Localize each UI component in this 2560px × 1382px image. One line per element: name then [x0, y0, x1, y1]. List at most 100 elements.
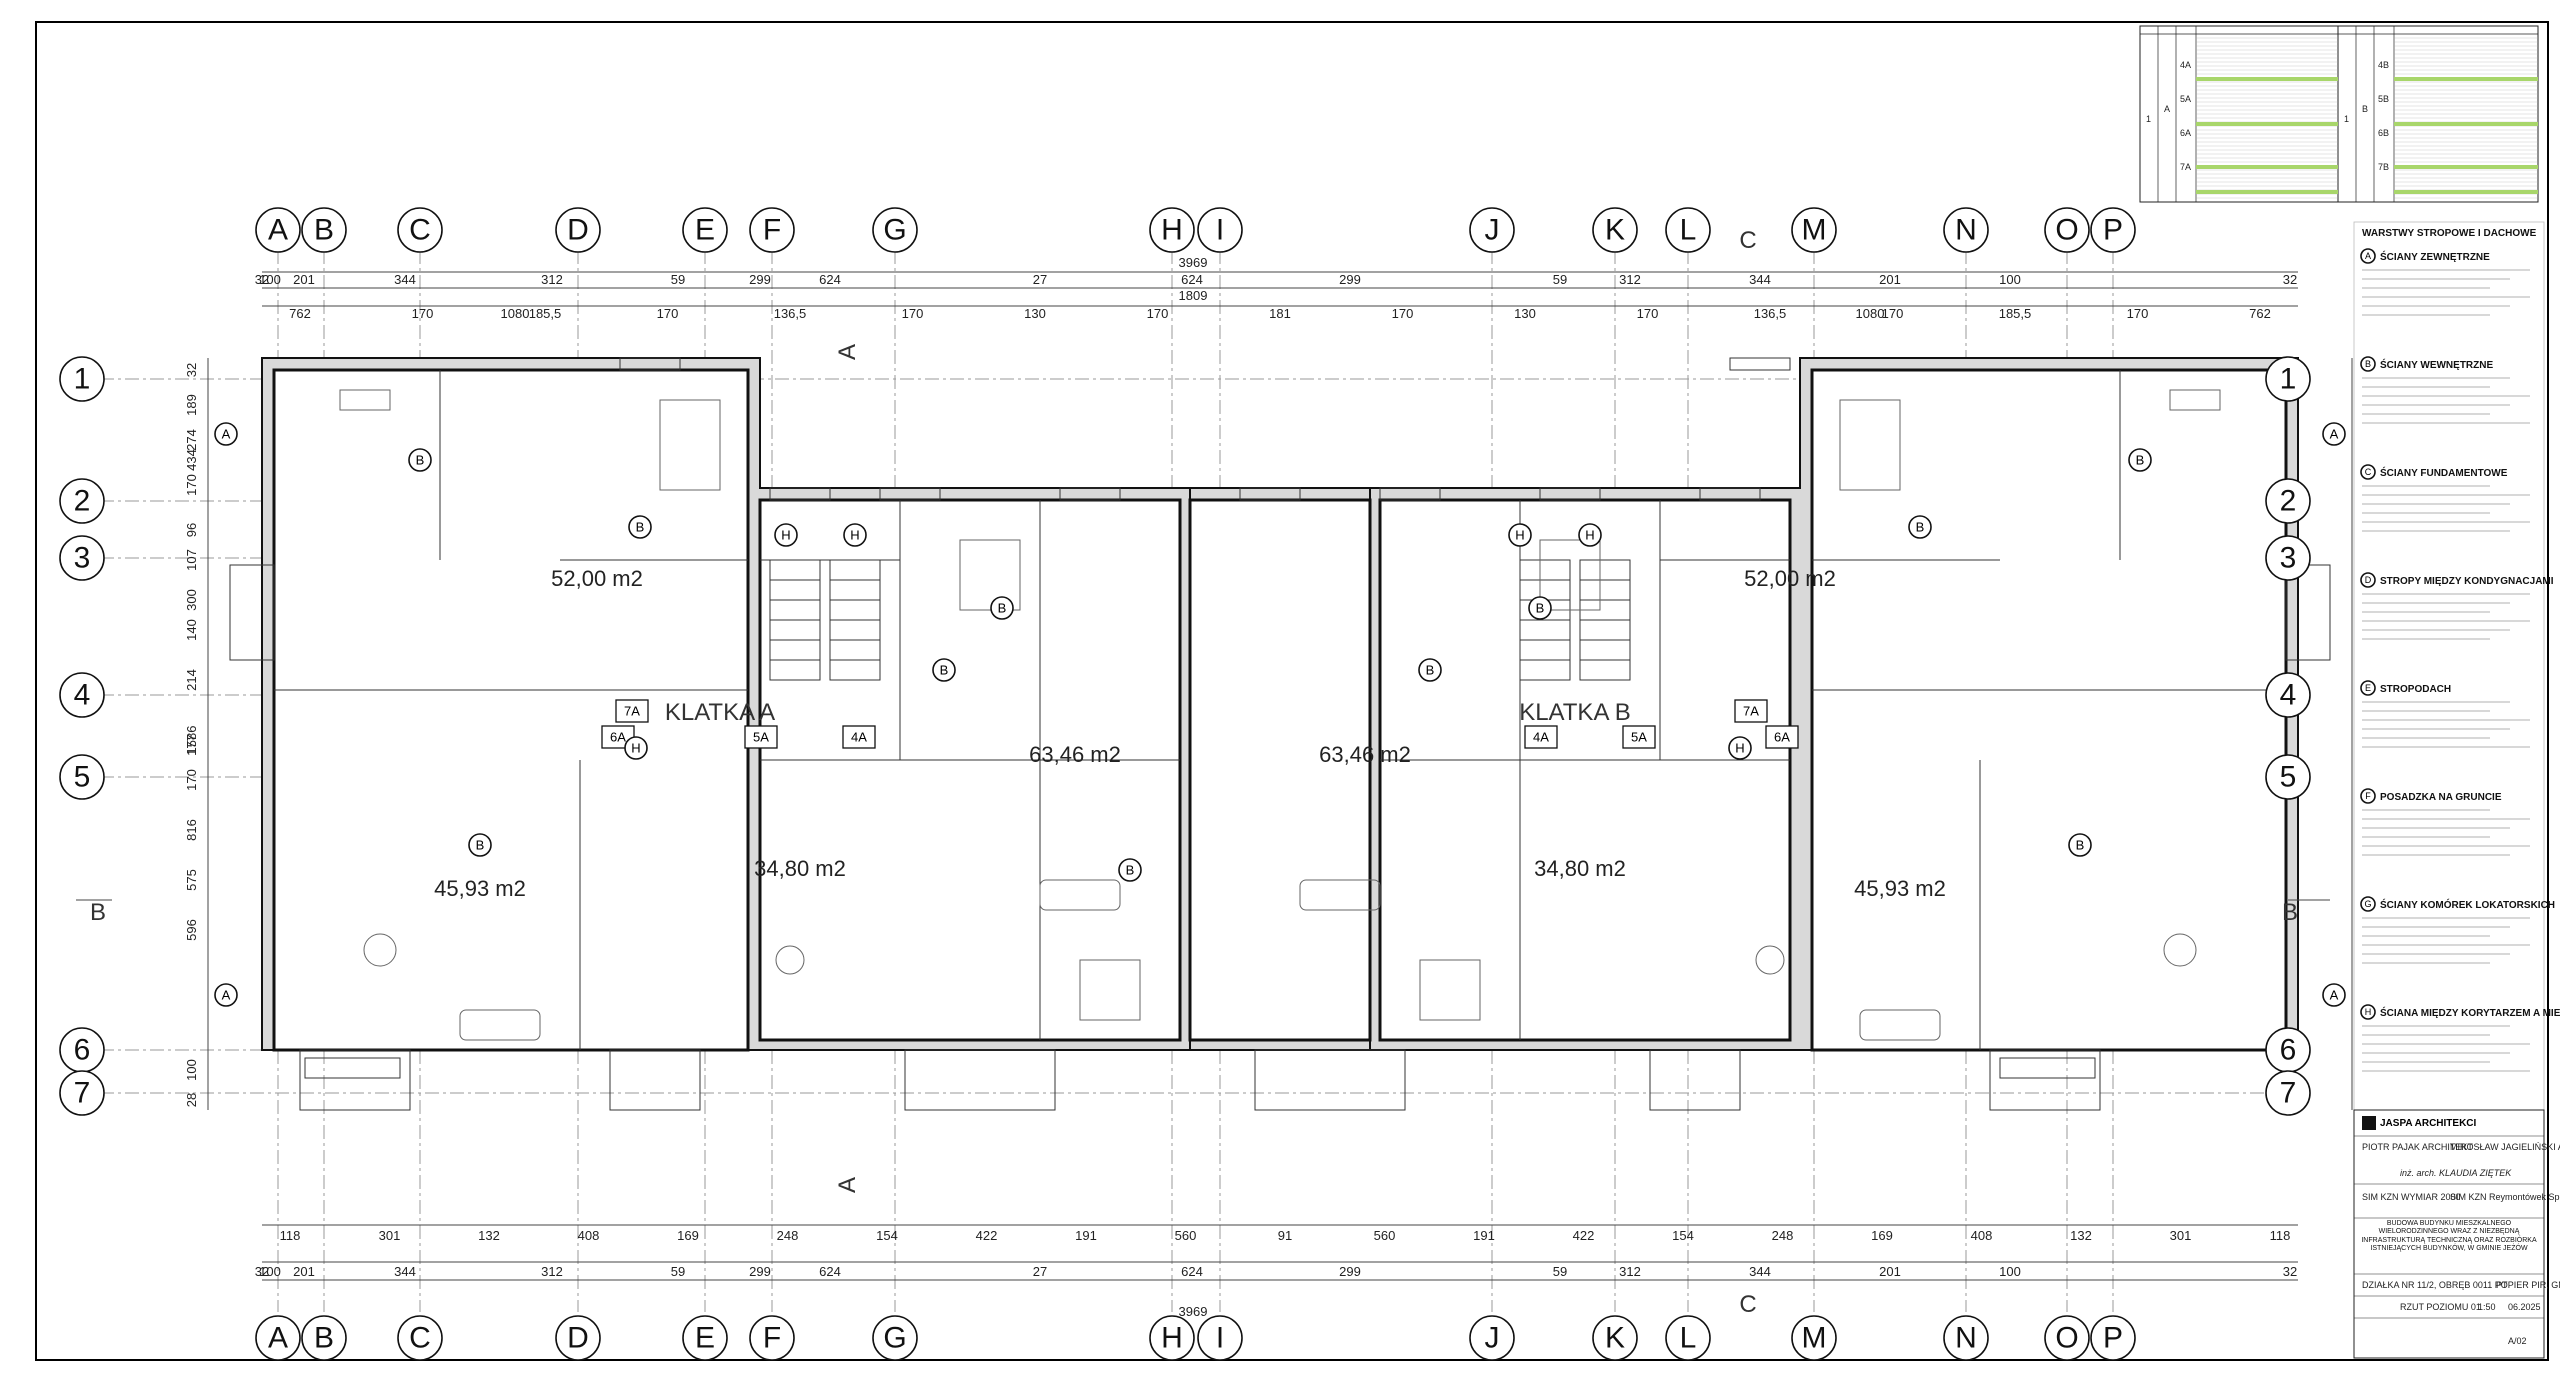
firm-name: JASPA ARCHITEKCI — [2380, 1118, 2477, 1129]
architect-2: MIROSŁAW JAGIELIŃSKI ARCHITEKT — [2450, 1142, 2560, 1152]
stage: PT — [2496, 1280, 2508, 1290]
svg-text:A: A — [222, 427, 231, 442]
dim-wing-right: 1080 — [1856, 306, 1885, 321]
date: 06.2025 — [2508, 1302, 2541, 1312]
room-marker-7a-left: 7A — [624, 704, 640, 719]
grid-bubble-bottom-o: O — [2055, 1322, 2078, 1355]
dim-overall-top: 3969 — [1179, 255, 1208, 270]
grid-bubble-right-5: 5 — [2280, 761, 2297, 794]
legend-item-title: STROPODACH — [2380, 684, 2451, 695]
dim-top-detail: 170 — [1147, 306, 1169, 321]
svg-text:4A: 4A — [2180, 60, 2191, 70]
dim-top-segment: 624 — [1181, 272, 1203, 287]
grid-bubble-bottom-n: N — [1955, 1322, 1977, 1355]
legend-key: E — [2365, 683, 2371, 693]
grid-bubble-top-h: H — [1161, 214, 1183, 247]
legend-item-title: STROPY MIĘDZY KONDYGNACJAMI — [2380, 576, 2554, 587]
dim-top-segment: 27 — [1033, 272, 1047, 287]
dim-top-segment: 201 — [1879, 272, 1901, 287]
legend-key: F — [2365, 791, 2371, 801]
section-c-bottom: C — [1739, 1291, 1756, 1318]
drawing-number: A/02 — [2508, 1336, 2527, 1346]
investor-logo: SIM KZN WYMIAR 2000 — [2362, 1192, 2461, 1202]
grid-bubble-top-o: O — [2055, 214, 2078, 247]
dim-bottom-detail: 408 — [1971, 1228, 1993, 1243]
grid-bubble-top-n: N — [1955, 214, 1977, 247]
dim-bottom-segment: 624 — [1181, 1264, 1203, 1279]
grid-bubble-right-7: 7 — [2280, 1077, 2297, 1110]
grid-bubble-left-3: 3 — [74, 542, 91, 575]
dim-top-detail: 170 — [2127, 306, 2149, 321]
svg-text:B: B — [998, 601, 1007, 616]
svg-text:H: H — [631, 741, 640, 756]
dim-bottom-detail: 248 — [777, 1228, 799, 1243]
title-block: JASPA ARCHITEKCI PIOTR PAJAK ARCHITEKT M… — [2353, 1109, 2560, 1359]
grid-bubble-bottom-d: D — [567, 1322, 589, 1355]
apartment-area-6: 34,80 m2 — [1534, 856, 1626, 881]
svg-text:6B: 6B — [2378, 128, 2389, 138]
sheet-frame — [35, 21, 2549, 1361]
svg-text:B: B — [416, 453, 425, 468]
svg-text:B: B — [1536, 601, 1545, 616]
dim-left: 170 — [184, 769, 199, 791]
svg-text:B: B — [476, 838, 485, 853]
dim-top-detail: 170 — [412, 306, 434, 321]
grid-bubble-top-k: K — [1605, 214, 1625, 247]
grid-bubble-right-1: 1 — [2280, 363, 2297, 396]
apartment-area-7: 45,93 m2 — [1854, 876, 1946, 901]
legend-key: H — [2365, 1007, 2372, 1017]
dim-half-top: 1809 — [1179, 288, 1208, 303]
wall-type-tags: A A A A B B B B B B B B B B B H H H H H … — [214, 422, 2346, 1007]
investor-name: SIM KZN Reymontówek Sp. z o.o. — [2450, 1192, 2560, 1202]
grid-bubble-top-g: G — [883, 214, 906, 247]
legend-item-title: POSADZKA NA GRUNCIE — [2380, 792, 2502, 803]
dim-bottom-segment: 344 — [1749, 1264, 1771, 1279]
schedule-floor: 1 — [2146, 114, 2151, 124]
legend-key: C — [2365, 467, 2372, 477]
dim-bottom-detail: 408 — [578, 1228, 600, 1243]
legend-item-title: ŚCIANY FUNDAMENTOWE — [2380, 466, 2508, 479]
grid-bubble-right-2: 2 — [2280, 485, 2297, 518]
dim-top-detail: 185,5 — [529, 306, 562, 321]
grid-bubble-bottom-k: K — [1605, 1322, 1625, 1355]
svg-text:H: H — [850, 528, 859, 543]
project-title: BUDOWA BUDYNKU MIESZKALNEGO WIELORODZINN… — [2361, 1220, 2537, 1253]
dim-top-segment: 201 — [293, 272, 315, 287]
room-markers: 7A 6A 5A 4A 4A 5A 7A 6A — [601, 699, 1799, 749]
svg-text:4B: 4B — [2378, 60, 2389, 70]
architect-1: PIOTR PAJAK ARCHITEKT — [2362, 1142, 2473, 1152]
svg-text:B: B — [1126, 863, 1135, 878]
dim-bottom-segment: 344 — [394, 1264, 416, 1279]
dim-top-segment: 32 — [255, 272, 269, 287]
grid-bubble-bottom-h: H — [1161, 1322, 1183, 1355]
svg-text:5B: 5B — [2378, 94, 2389, 104]
apartment-areas: 52,00 m2 45,93 m2 34,80 m2 63,46 m2 63,4… — [434, 566, 1946, 901]
dim-left: 100 — [184, 1059, 199, 1081]
grid-bubble-top-f: F — [763, 214, 781, 247]
dim-bottom-detail: 191 — [1473, 1228, 1495, 1243]
plot-info: DZIAŁKA NR 11/2, OBRĘB 0011 POPIER PIR, … — [2362, 1280, 2560, 1290]
dim-left: 1586 — [184, 726, 199, 755]
svg-text:6A: 6A — [2180, 128, 2191, 138]
dim-top-segment: 299 — [1339, 272, 1361, 287]
apartment-1-interior — [272, 368, 750, 1052]
room-marker-5a-left: 5A — [753, 730, 769, 745]
dim-bottom-segment: 299 — [1339, 1264, 1361, 1279]
dim-left: 107 — [184, 549, 199, 571]
dim-bottom-detail: 169 — [1871, 1228, 1893, 1243]
dim-bottom-detail: 422 — [976, 1228, 998, 1243]
legend-key: B — [2365, 359, 2371, 369]
stair-labels: KLATKA A KLATKA B — [665, 699, 1631, 726]
dim-left: 28 — [184, 1093, 199, 1107]
dim-top-detail: 170 — [902, 306, 924, 321]
dim-bottom-detail: 248 — [1772, 1228, 1794, 1243]
dim-bottom-detail: 132 — [2070, 1228, 2092, 1243]
room-marker-7a-right: 7A — [1743, 704, 1759, 719]
apartment-area-8: 52,00 m2 — [1744, 566, 1836, 591]
dim-bottom-detail: 154 — [1672, 1228, 1694, 1243]
dimension-lines — [207, 271, 2353, 1281]
